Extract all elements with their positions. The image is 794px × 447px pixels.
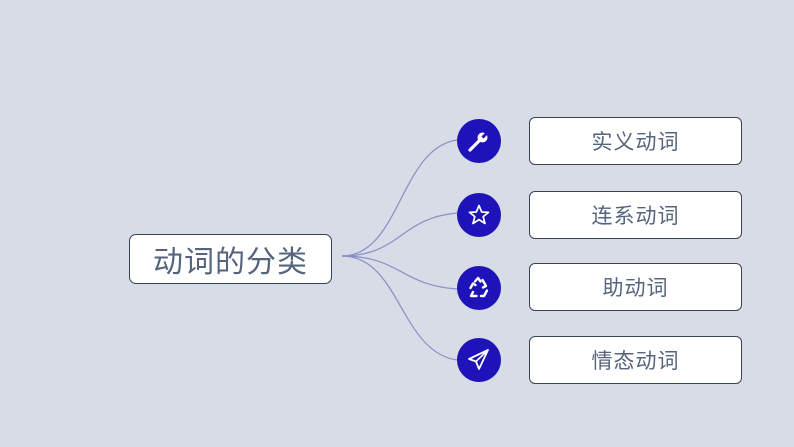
- category-node-linking-verb: 连系动词: [529, 191, 742, 239]
- category-label: 实义动词: [591, 130, 680, 154]
- category-node-modal-verb: 情态动词: [529, 336, 742, 384]
- connector-line: [341, 255, 458, 290]
- connector-line: [341, 212, 458, 257]
- wrench-icon: [457, 119, 501, 163]
- paper-plane-icon: [457, 338, 501, 382]
- category-label: 连系动词: [591, 204, 680, 228]
- category-label: 助动词: [602, 276, 669, 300]
- connector-line: [341, 255, 458, 361]
- star-icon: [457, 193, 501, 237]
- connector-line: [341, 139, 458, 257]
- recycle-icon: [457, 266, 501, 310]
- root-label: 动词的分类: [153, 245, 308, 280]
- root-node: 动词的分类: [129, 234, 332, 284]
- category-node-content-verb: 实义动词: [529, 117, 742, 165]
- category-node-auxiliary-verb: 助动词: [529, 263, 742, 311]
- category-label: 情态动词: [591, 349, 680, 373]
